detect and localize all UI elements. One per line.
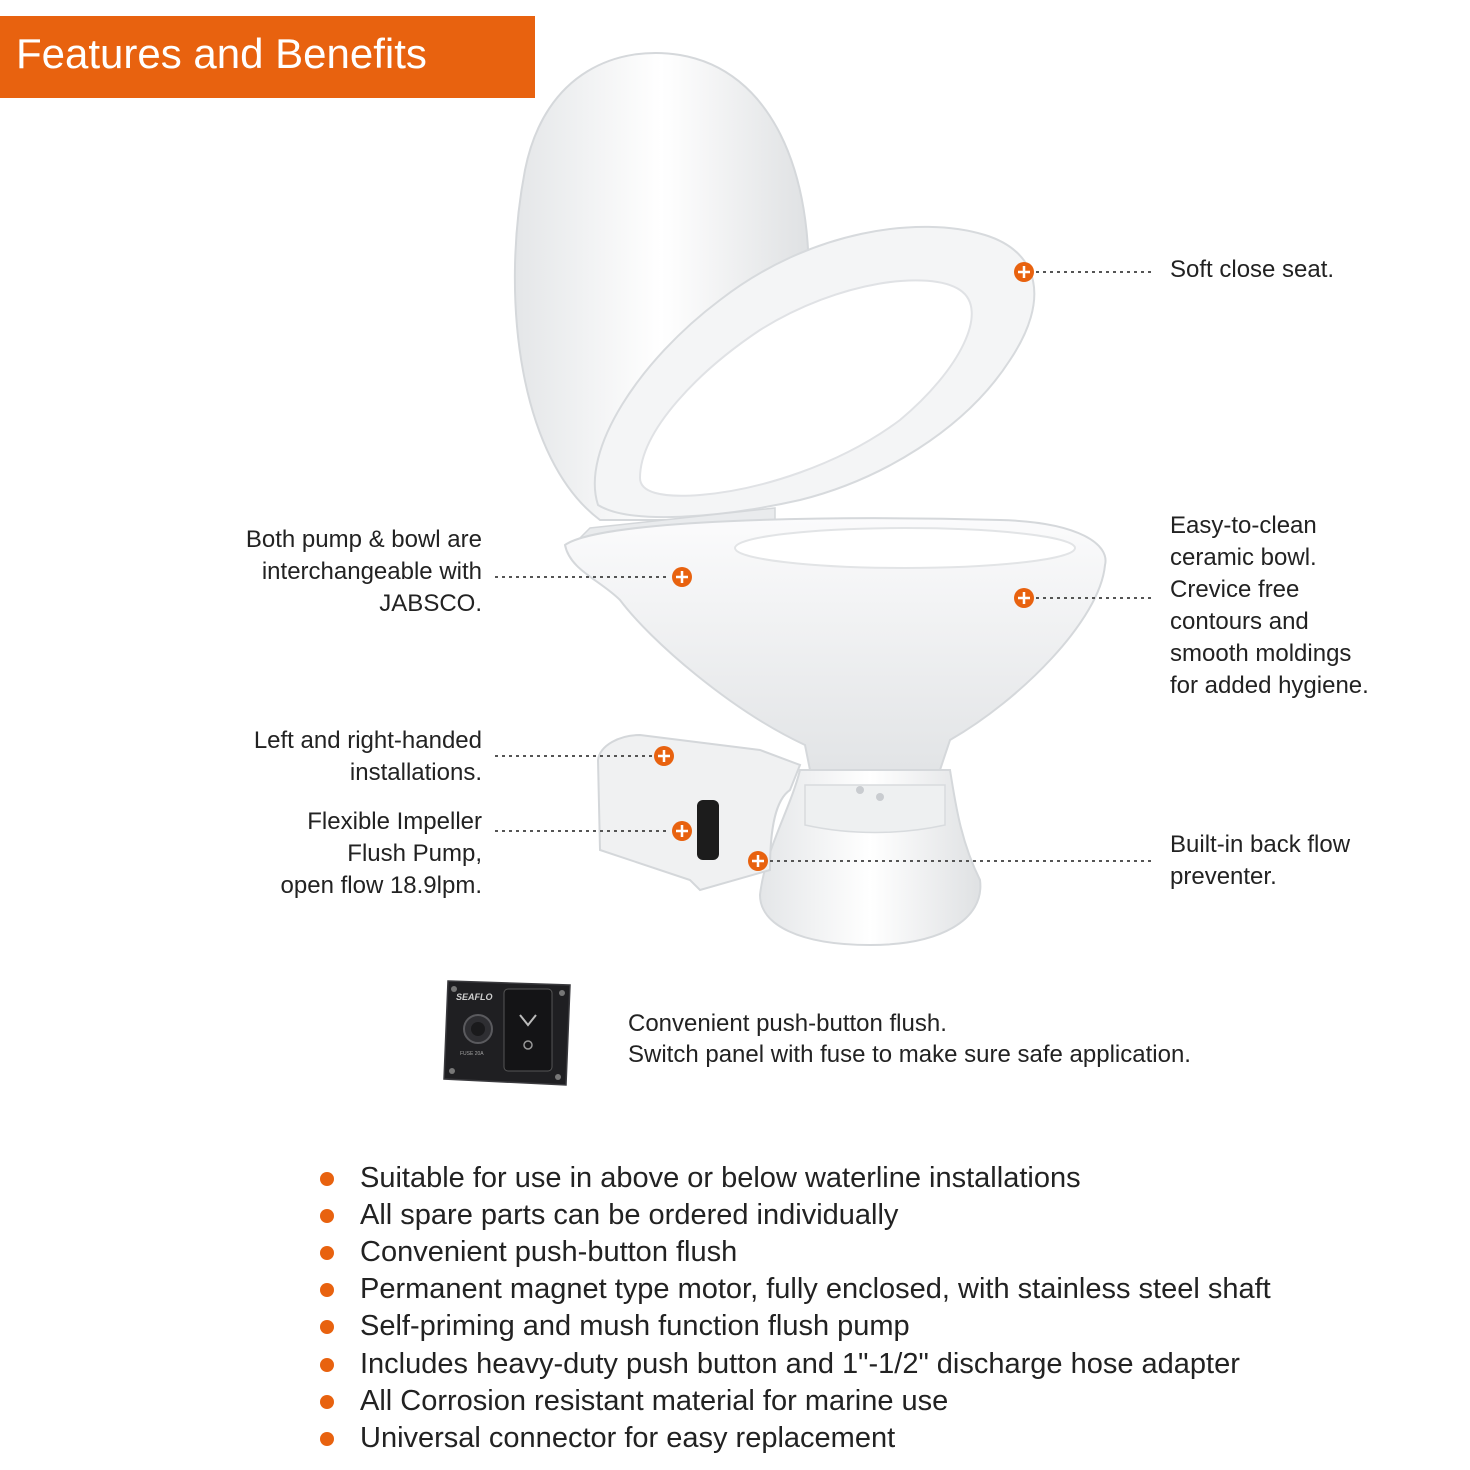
bullet-dot-icon [320, 1209, 334, 1223]
callout-back-flow-preventer: Built-in back flow preventer. [1170, 831, 1351, 890]
pump-base [758, 769, 982, 947]
page-title: Features and Benefits [16, 30, 427, 77]
panel-fuse-label: FUSE 20A [460, 1051, 484, 1057]
callout-ceramic-bowl: Easy-to-clean ceramic bowl. Crevice free… [1170, 512, 1369, 699]
pump-motor [596, 733, 802, 892]
callout-soft-close-seat: Soft close seat. [1170, 256, 1335, 283]
callout-impeller-pump: Flexible Impeller Flush Pump, open flow … [280, 808, 482, 899]
callout-marker-icon [672, 821, 692, 841]
bullet-dot-icon [320, 1395, 334, 1409]
callout-marker-icon [672, 567, 692, 587]
callout-marker-icon [1014, 262, 1034, 282]
switch-panel-image: SEAFLO FUSE 20A [443, 980, 571, 1086]
callout-handed-installations: Left and right-handed installations. [253, 727, 482, 786]
bullet-dot-icon [320, 1320, 334, 1334]
bullet-dot-icon [320, 1358, 334, 1372]
bullet-dot-icon [320, 1246, 334, 1260]
callout-marker-icon [748, 851, 768, 871]
switch-panel-description: Convenient push-button flush. Switch pan… [628, 1010, 1191, 1068]
bullet-dot-icon [320, 1172, 334, 1186]
leader-lines [495, 271, 1155, 862]
header-banner: Features and Benefits [0, 16, 535, 98]
callout-marker-icon [654, 746, 674, 766]
toilet-seat-ring [593, 225, 1036, 519]
callout-interchangeable: Both pump & bowl are interchangeable wit… [245, 526, 482, 617]
callout-marker-icon [1014, 588, 1034, 608]
bullet-dot-icon [320, 1432, 334, 1446]
toilet-illustration [495, 51, 1155, 947]
bullet-dot-icon [320, 1283, 334, 1297]
panel-brand-label: SEAFLO [456, 992, 493, 1002]
ceramic-bowl [563, 517, 1107, 771]
